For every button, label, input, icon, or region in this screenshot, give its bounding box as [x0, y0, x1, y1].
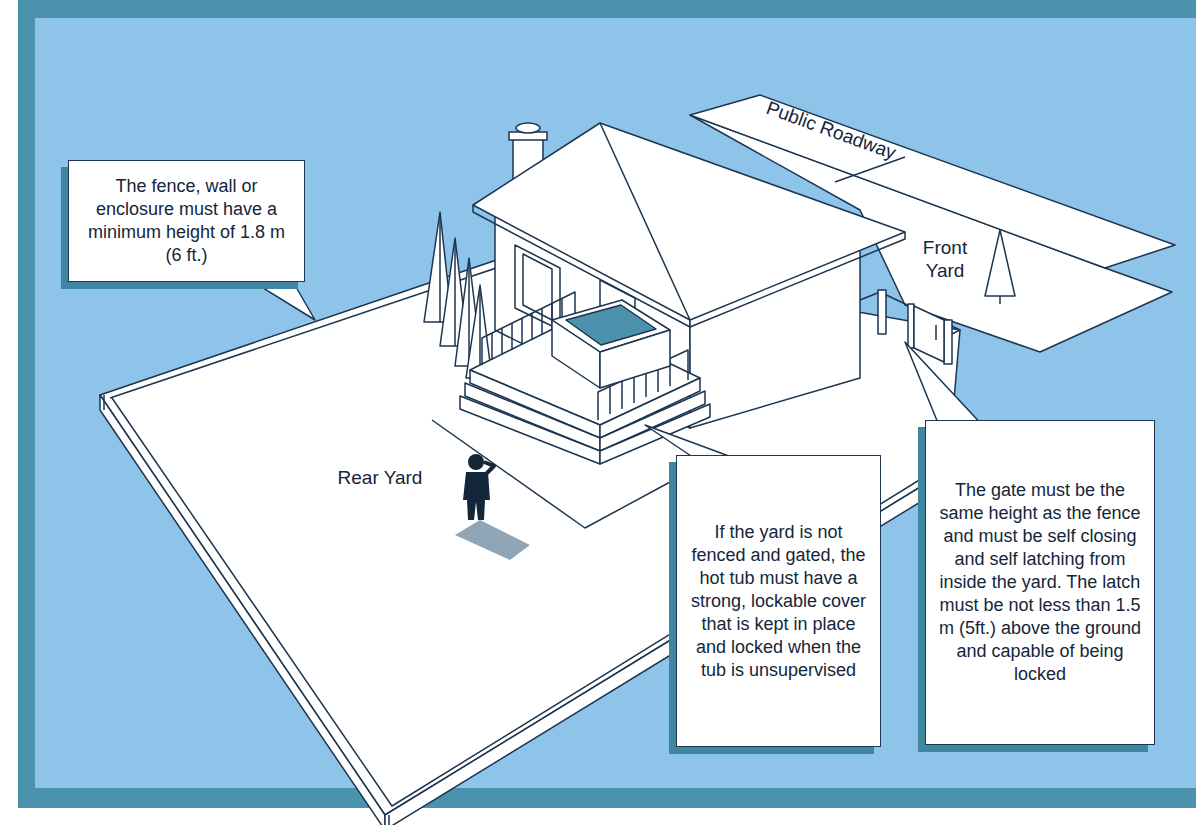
railing-bar: [621, 381, 623, 409]
railing-bar: [511, 323, 513, 350]
window: [515, 245, 560, 330]
front-tree: [985, 230, 1015, 296]
railing-bar: [633, 375, 635, 403]
person-shadow: [455, 520, 530, 560]
railing-bar: [541, 308, 543, 335]
tree-shade: [439, 214, 441, 322]
fence-side-left: [100, 395, 385, 825]
railing-bar: [491, 333, 493, 360]
tree-shade: [454, 240, 456, 346]
gate-latch: [935, 325, 937, 340]
roof-fascia: [473, 205, 905, 327]
gate-post: [878, 290, 886, 334]
person-arm: [484, 462, 494, 474]
railing-bar: [609, 386, 611, 414]
person-body: [463, 472, 490, 520]
gate-post: [944, 320, 952, 364]
callout-text: The gate must be the same height as the …: [936, 479, 1144, 686]
railing-bar: [531, 313, 533, 340]
deck-step: [460, 396, 600, 464]
hot-tub-water: [566, 305, 656, 345]
callout-pointer: [250, 280, 315, 320]
fence-post: [388, 815, 390, 825]
person-head: [468, 454, 484, 470]
callout-text: If the yard is not fenced and gated, the…: [687, 521, 870, 682]
tree-trunk: [999, 296, 1001, 304]
roof: [473, 123, 905, 320]
railing-bar: [521, 318, 523, 345]
area-label: Rear Yard: [325, 466, 435, 489]
gate-post: [908, 304, 914, 348]
roof-ridge: [600, 123, 690, 320]
area-label: Front Yard: [905, 236, 985, 282]
chimney-pot: [516, 123, 540, 133]
hot-tub-callout: If the yard is not fenced and gated, the…: [676, 455, 881, 747]
callout-pointer: [905, 342, 985, 428]
gate-callout: The gate must be the same height as the …: [925, 420, 1155, 745]
gate-panel: [914, 306, 944, 362]
fence-callout: The fence, wall or enclosure must have a…: [68, 160, 305, 282]
callout-text: The fence, wall or enclosure must have a…: [79, 175, 294, 267]
railing-bar: [501, 328, 503, 355]
fence-post: [103, 395, 105, 410]
